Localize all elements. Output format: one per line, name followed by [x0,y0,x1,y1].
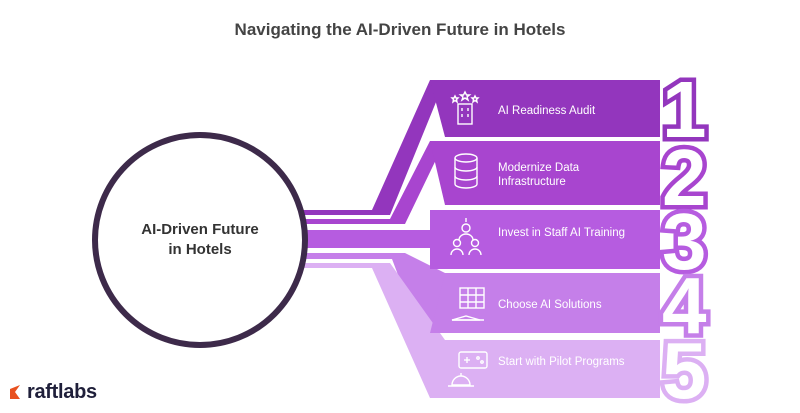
step-bar-4 [430,273,660,333]
training-people-icon [450,218,482,256]
database-icon [454,153,478,189]
step-bar-2 [430,141,660,205]
connector-band-1 [300,80,445,215]
center-label-line-1: AI-Driven Future [141,221,259,238]
pilot-program-icon [448,351,488,387]
page-title: Navigating the AI-Driven Future in Hotel… [234,20,566,39]
step-label-5: Start with Pilot Programs [498,356,625,368]
center-label: AI-Driven Future in Hotels [120,220,280,260]
step-label-4: Choose AI Solutions [498,299,602,311]
step-bar-1 [430,80,660,137]
step-number-5: 5 [662,326,707,413]
connector-band-2 [300,141,445,224]
center-circle [92,132,308,348]
hotel-stars-icon [450,90,480,125]
hotel-building-icon [451,287,485,321]
step-label-2: Modernize Data Infrastructure [498,162,580,188]
step-number-1: 1 [662,65,707,154]
step-number-3: 3 [662,197,707,286]
center-label-line-2: in Hotels [168,241,232,258]
step-label-3: Invest in Staff AI Training [498,227,625,239]
step-number-4: 4 [662,261,707,350]
raftlabs-logo-icon [10,385,20,399]
brand-name: raftlabs [27,380,97,403]
step-bar-5 [430,340,660,398]
connector-band-3 [300,230,430,248]
connector-band-4 [300,253,445,333]
step-bar-3 [430,210,660,269]
step-number-2: 2 [662,133,707,222]
step-label-1: AI Readiness Audit [498,105,596,117]
brand-logo: raftlabs [6,380,97,404]
connector-band-5 [300,263,445,398]
